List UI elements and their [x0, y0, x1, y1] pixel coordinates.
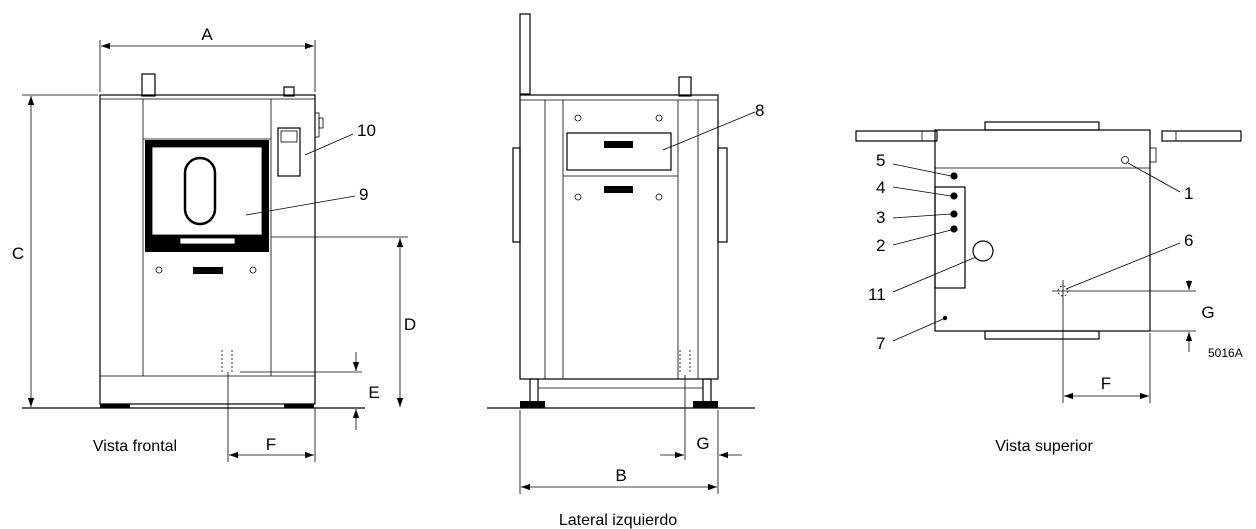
side-cabinet	[519, 94, 719, 380]
dim-label-g-top: G	[1201, 303, 1214, 322]
callout-3: 3	[876, 208, 885, 227]
dim-label-f: F	[266, 435, 276, 454]
top-view: G F 5 4 3 2 11 7 1 6 5016A Vista superio…	[855, 121, 1243, 455]
top-view-caption: Vista superior	[995, 438, 1093, 455]
detergent-box	[277, 127, 301, 177]
top-body	[934, 129, 1151, 332]
dim-label-b: B	[615, 466, 626, 485]
callout-2: 2	[876, 236, 885, 255]
callout-4: 4	[876, 178, 885, 197]
dim-label-f-top: F	[1101, 374, 1111, 393]
dim-label-g-side: G	[696, 434, 709, 453]
callout-11: 11	[868, 285, 886, 304]
front-cabinet	[99, 94, 316, 405]
side-view-caption: Lateral izquierdo	[559, 512, 677, 529]
panel-8	[566, 132, 672, 171]
callout-9: 9	[359, 185, 368, 204]
reference-code: 5016A	[1208, 346, 1243, 360]
front-view-caption: Vista frontal	[93, 438, 177, 455]
callout-8: 8	[755, 101, 764, 120]
callout-1: 1	[1184, 184, 1193, 203]
side-view: B G 8 Lateral izquierdo	[487, 13, 764, 529]
front-view: A C D E F 10 9 Vista frontal	[12, 25, 416, 462]
dim-label-e: E	[368, 383, 379, 402]
callout-5: 5	[876, 151, 885, 170]
callout-10: 10	[357, 121, 376, 140]
dim-label-d: D	[404, 315, 416, 334]
dim-label-c: C	[12, 244, 24, 263]
dim-label-a: A	[201, 25, 213, 44]
callout-6: 6	[1184, 231, 1193, 250]
callout-7: 7	[876, 334, 885, 353]
